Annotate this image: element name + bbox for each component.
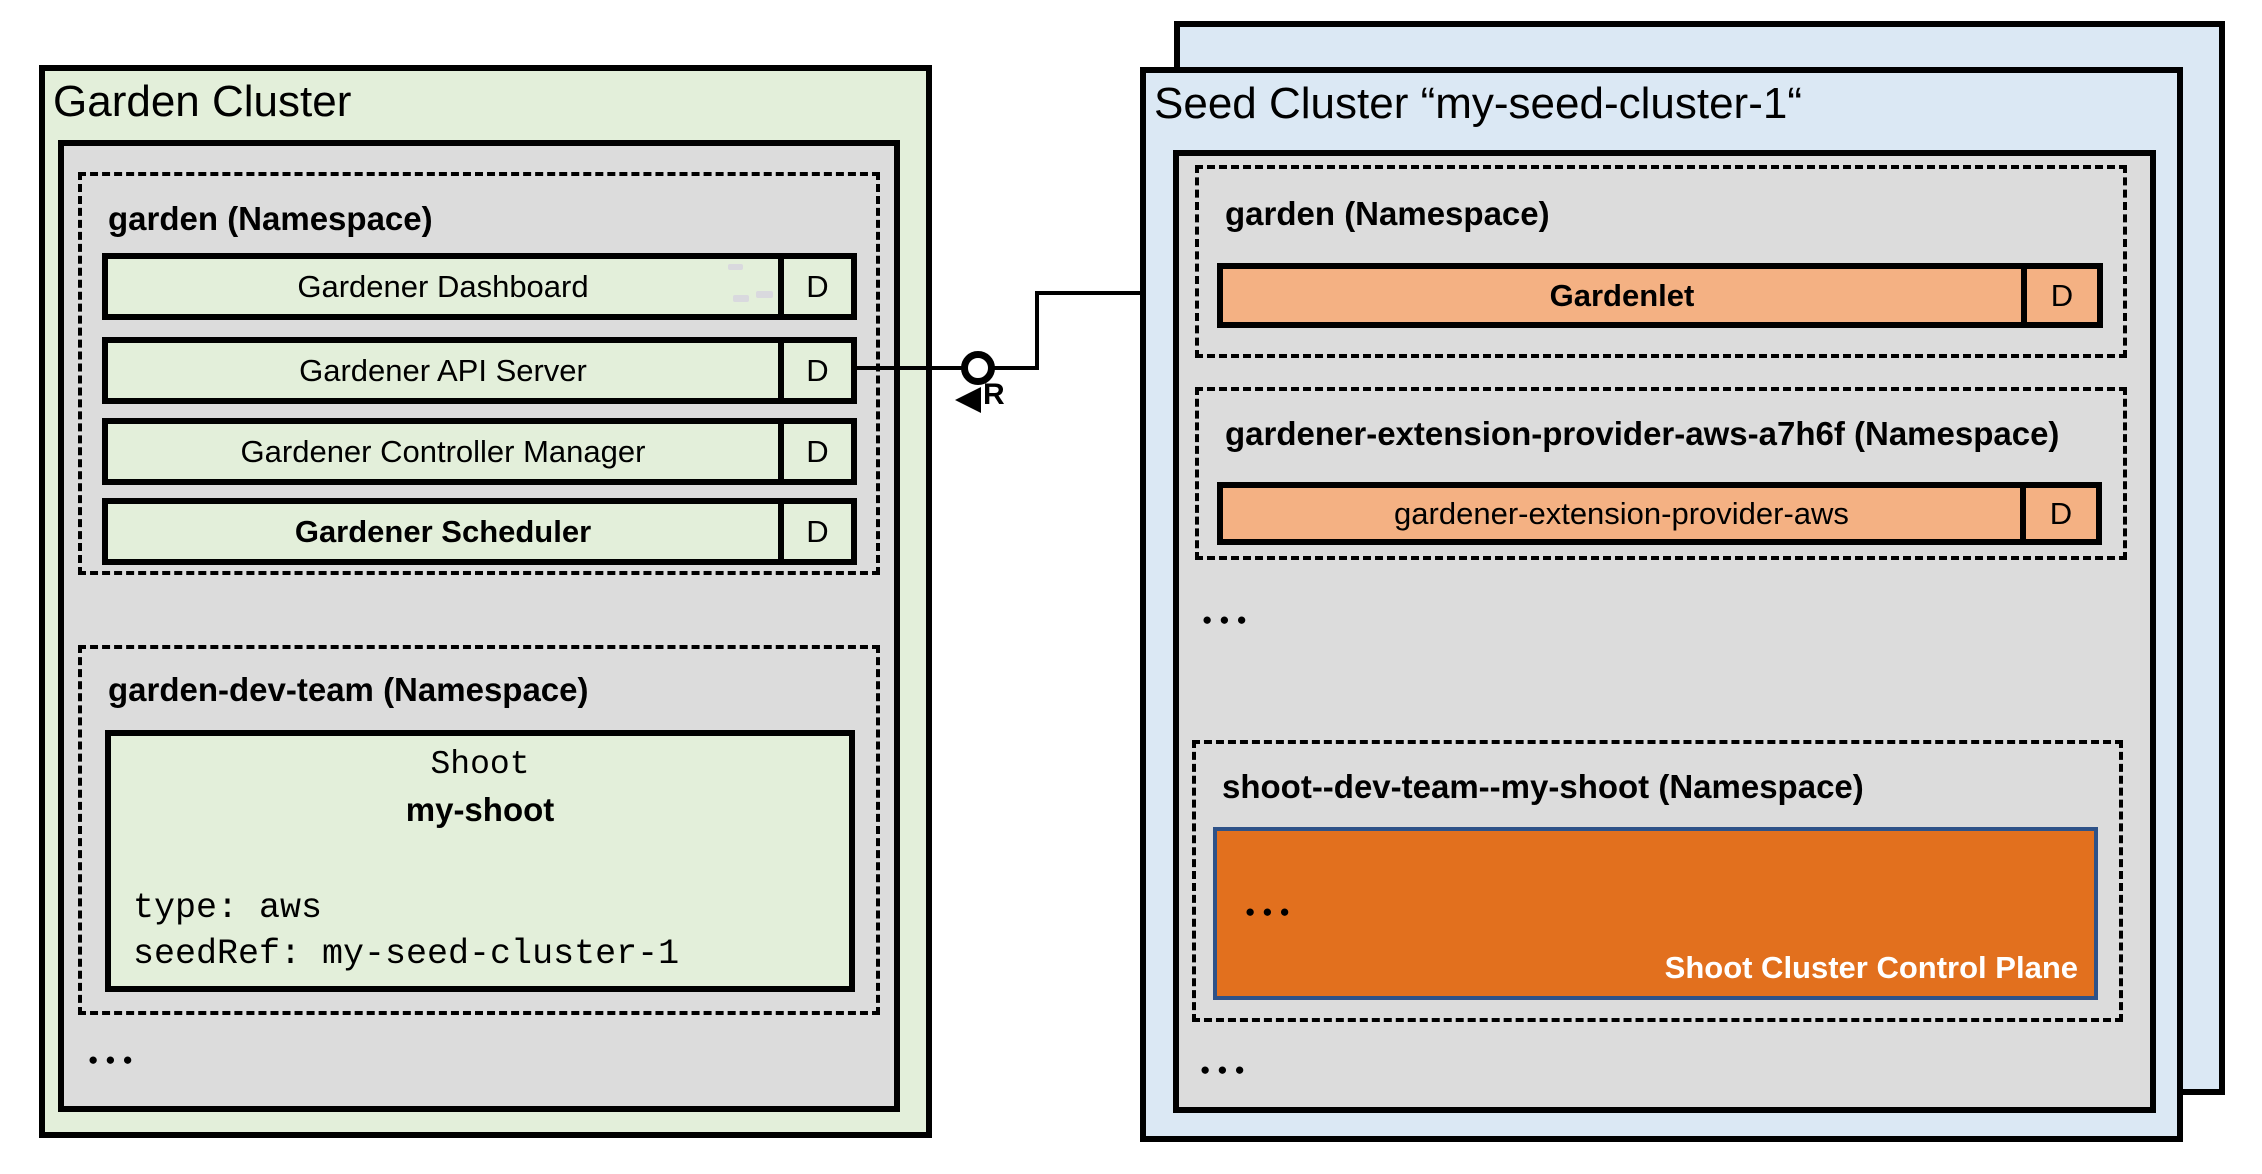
- extension-namespace-label: gardener-extension-provider-aws-a7h6f (N…: [1225, 415, 2060, 452]
- ellipsis-more-namespaces-seed-top: ●●●: [1202, 610, 1254, 629]
- seed-cluster-box: Seed Cluster “my-seed-cluster-1“ garden …: [1140, 67, 2183, 1142]
- seed-garden-namespace-label: garden (Namespace): [1225, 195, 1550, 232]
- seed-cluster-panel: garden (Namespace) Gardenlet D gardener-…: [1173, 150, 2156, 1113]
- shoot-name: my-shoot: [405, 791, 555, 828]
- component-row-gardener-scheduler: Gardener Scheduler D: [102, 498, 857, 565]
- shoot-kind: Shoot: [430, 746, 530, 783]
- deployment-badge: D: [778, 424, 851, 479]
- garden-namespace-box: garden (Namespace) Gardener Dashboard D …: [78, 172, 880, 575]
- faint-artifact-marks: [728, 264, 743, 270]
- ellipsis-more-namespaces-left: ●●●: [88, 1050, 140, 1069]
- garden-namespace-label: garden (Namespace): [108, 200, 433, 237]
- api-connector-line-vertical: [1035, 291, 1039, 370]
- component-row-gardenlet: Gardenlet D: [1217, 263, 2103, 328]
- reconcile-direction-arrow-icon: [955, 387, 981, 413]
- shoot-control-plane-box: ●●● Shoot Cluster Control Plane: [1213, 827, 2098, 1000]
- deployment-badge: D: [778, 343, 851, 398]
- component-row-gardener-api-server: Gardener API Server D: [102, 337, 857, 404]
- deployment-badge: D: [2021, 269, 2097, 322]
- api-connector-line-horizontal-left: [857, 366, 1039, 370]
- shoot-namespace-box: shoot--dev-team--my-shoot (Namespace) ●●…: [1192, 740, 2123, 1022]
- component-label: Gardenlet: [1549, 277, 1695, 313]
- component-row-gardener-controller-manager: Gardener Controller Manager D: [102, 418, 857, 485]
- faint-artifact-marks: [733, 295, 749, 302]
- component-label: gardener-extension-provider-aws: [1394, 495, 1849, 531]
- ellipsis-control-plane-components: ●●●: [1245, 902, 1297, 921]
- ellipsis-more-namespaces-seed-bottom: ●●●: [1200, 1060, 1252, 1079]
- seed-cluster-title: Seed Cluster “my-seed-cluster-1“: [1154, 79, 1802, 128]
- shoot-namespace-label: shoot--dev-team--my-shoot (Namespace): [1222, 768, 1864, 805]
- dev-team-namespace-label: garden-dev-team (Namespace): [108, 671, 589, 708]
- control-plane-label: Shoot Cluster Control Plane: [1664, 950, 2078, 985]
- shoot-resource-card: Shoot my-shoot type: aws seedRef: my-see…: [105, 730, 855, 992]
- component-row-extension-provider-aws: gardener-extension-provider-aws D: [1217, 482, 2102, 545]
- component-label: Gardener API Server: [299, 352, 587, 388]
- deployment-badge: D: [778, 504, 851, 559]
- component-row-gardener-dashboard: Gardener Dashboard D: [102, 253, 857, 320]
- api-connector-line-horizontal-right: [1035, 291, 1217, 295]
- garden-cluster-panel: garden (Namespace) Gardener Dashboard D …: [58, 140, 900, 1112]
- seed-garden-namespace-box: garden (Namespace) Gardenlet D: [1195, 165, 2127, 358]
- shoot-spec-seedref: seedRef: my-seed-cluster-1: [133, 934, 680, 974]
- dev-team-namespace-box: garden-dev-team (Namespace) Shoot my-sho…: [78, 645, 880, 1015]
- interface-lollipop-icon: [961, 351, 995, 385]
- component-label: Gardener Dashboard: [297, 268, 589, 304]
- shoot-spec-type: type: aws: [133, 888, 323, 928]
- deployment-badge: D: [2020, 488, 2096, 539]
- reconcile-label: R: [983, 378, 1005, 411]
- extension-namespace-box: gardener-extension-provider-aws-a7h6f (N…: [1195, 387, 2127, 560]
- garden-cluster-box: Garden Cluster garden (Namespace) Garden…: [39, 65, 932, 1138]
- component-label: Gardener Controller Manager: [240, 433, 646, 469]
- deployment-badge: D: [778, 259, 851, 314]
- garden-cluster-title: Garden Cluster: [53, 77, 352, 126]
- component-label: Gardener Scheduler: [294, 513, 592, 549]
- faint-artifact-marks: [756, 291, 773, 298]
